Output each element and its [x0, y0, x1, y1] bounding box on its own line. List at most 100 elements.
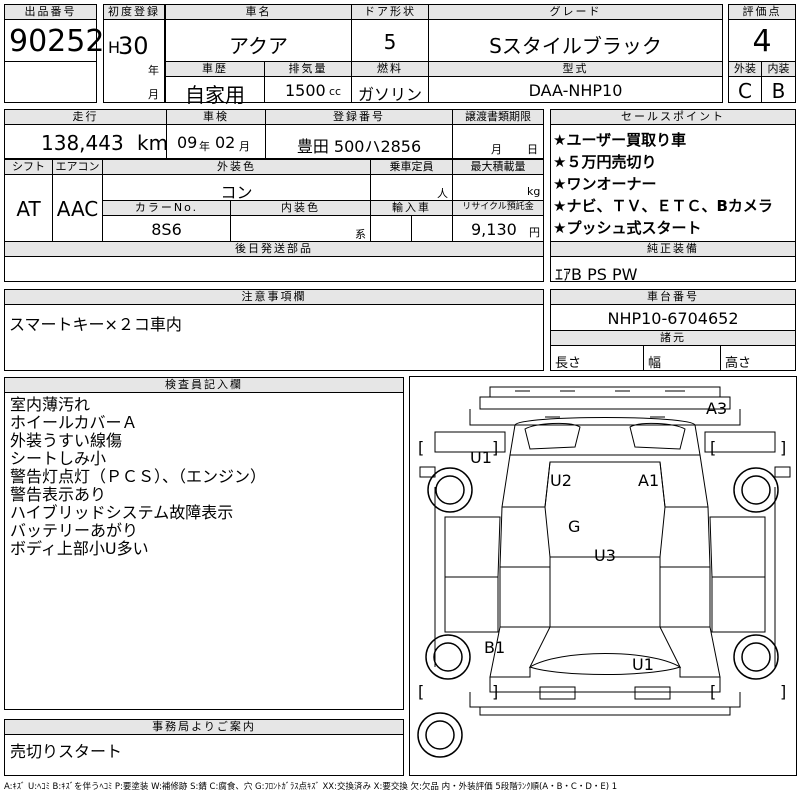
inspector-item: シートしみ小: [10, 449, 107, 468]
import-cell-a: [370, 215, 412, 242]
office-label: 事務局よりご案内: [4, 719, 404, 735]
inspector-item: 外装うすい線傷: [10, 431, 123, 450]
later-parts-cell: [4, 256, 544, 282]
sales-point-item: ★ナビ、ＴＶ、ＥＴＣ、Bカメラ: [553, 197, 773, 215]
sales-points-list: ★ユーザー買取り車 ★５万円売切り ★ワンオーナー ★ナビ、ＴＶ、ＥＴＣ、Bカメ…: [550, 124, 796, 242]
insp-month-unit: 月: [239, 140, 250, 153]
color-cell: コン: [102, 174, 371, 202]
door-label: ドア形状: [351, 4, 429, 20]
bracket-fl-close: ]: [492, 438, 499, 457]
height-label: 高さ: [725, 356, 752, 371]
mileage-unit: km: [137, 131, 169, 155]
sales-point-item: ★プッシュ式スタート: [553, 219, 702, 237]
bracket-rr-open: [: [710, 682, 717, 701]
chassis-label: 車台番号: [550, 289, 796, 305]
length-cell: 長さ: [550, 345, 644, 371]
bracket-fr-open: [: [710, 438, 717, 457]
fuel-cell: ガソリン: [351, 76, 429, 104]
history-cell: 自家用: [165, 76, 265, 107]
inspector-list: 室内薄汚れ ホイールカバーＡ 外装うすい線傷 シートしみ小 警告灯点灯（ＰＣＳ）…: [4, 392, 404, 710]
model-label: 型式: [428, 61, 723, 77]
color-no-cell: 8S6: [102, 215, 231, 242]
inspector-item: ボディ上部小U多い: [10, 539, 149, 558]
mileage: 138,443: [41, 131, 124, 155]
ac-cell: AAC: [52, 174, 103, 242]
color-no-label: カラーNo.: [102, 200, 231, 216]
displacement: 1500: [285, 81, 326, 100]
damage-mark-b1: B1: [484, 638, 506, 657]
score-label: 評価点: [728, 4, 796, 20]
interior-color-label: 内装色: [230, 200, 371, 216]
recycle: 9,130: [471, 220, 517, 239]
grade-cell: Sスタイルブラック: [428, 19, 723, 62]
later-parts-label: 後日発送部品: [4, 241, 544, 257]
bracket-fr-close: ]: [780, 438, 787, 457]
damage-legend: A:ｷｽﾞ U:ﾍｺﾐ B:ｷｽﾞを伴うﾍｺﾐ P:要塗装 W:補修跡 S:錆 …: [4, 782, 618, 792]
displacement-label: 排気量: [264, 61, 352, 77]
equipment-label: 純正装備: [550, 241, 796, 257]
era: H: [108, 38, 121, 57]
first-reg-cell: H 30 年 月: [103, 19, 165, 103]
damage-mark-g: G: [568, 517, 581, 536]
interior-cell: B: [761, 76, 796, 103]
shift-cell: AT: [4, 174, 53, 242]
transfer-cell: 月 日: [452, 124, 544, 159]
bracket-fl-open: [: [418, 438, 425, 457]
insp-year: 09: [177, 133, 198, 152]
ac: AAC: [56, 197, 99, 221]
interior-color-cell: 系: [230, 215, 371, 242]
transfer-day-unit: 日: [527, 143, 538, 156]
damage-mark-a3: A3: [706, 399, 728, 418]
shift: AT: [16, 197, 41, 221]
notes: スマートキー×２コ車内: [9, 315, 182, 334]
sales-points-label: セールスポイント: [550, 109, 796, 125]
shift-label: シフト: [4, 159, 53, 175]
ac-label: エアコン: [52, 159, 103, 175]
insp-year-unit: 年: [199, 140, 210, 153]
import-label: 輸入車: [370, 200, 453, 216]
inspector-item: 警告表示あり: [10, 485, 107, 504]
damage-mark-a1: A1: [638, 471, 660, 490]
inspector-item: バッテリーあがり: [10, 521, 139, 540]
office-cell: 売切りスタート: [4, 734, 404, 776]
door: 5: [383, 30, 397, 54]
plate: 豊田 500ハ2856: [296, 137, 422, 156]
interior-color-unit: 系: [355, 228, 366, 241]
transfer-label: 譲渡書類期限: [452, 109, 544, 125]
score-cell: 4: [728, 19, 796, 62]
height-cell: 高さ: [720, 345, 796, 371]
load-unit: kg: [527, 185, 541, 198]
chassis-cell: NHP10-6704652: [550, 304, 796, 331]
first-reg-label: 初度登録: [103, 4, 165, 20]
interior-label: 内装: [761, 61, 796, 77]
plate-cell: 豊田 500ハ2856: [265, 124, 453, 159]
plate-label: 登録番号: [265, 109, 453, 125]
sales-point-item: ★ワンオーナー: [553, 175, 657, 193]
width-label: 幅: [648, 356, 662, 371]
inspector-item: 室内薄汚れ: [10, 395, 91, 414]
equipment: ｴｱB PS PW: [555, 265, 638, 284]
lot-no-label: 出品番号: [4, 4, 97, 20]
damage-mark-u1-rear: U1: [632, 655, 654, 674]
model: DAA-NHP10: [528, 81, 623, 100]
recycle-cell: 9,130 円: [452, 215, 544, 242]
chassis-no: NHP10-6704652: [607, 309, 739, 328]
fuel-label: 燃料: [351, 61, 429, 77]
lot-no-cell: 90252: [4, 19, 104, 62]
car-damage-diagram: [ ] [ ] [ ] [ ] A3 U1 U2 A1 G U3 B1 U1: [409, 376, 797, 776]
history: 自家用: [185, 83, 245, 107]
model-cell: DAA-NHP10: [428, 76, 723, 103]
score: 4: [752, 24, 772, 59]
lot-blank-cell: [4, 61, 97, 103]
recycle-unit: 円: [529, 226, 540, 239]
load-cell: kg: [452, 174, 544, 201]
inspector-label: 検査員記入欄: [4, 377, 404, 393]
length-label: 長さ: [555, 356, 582, 371]
door-cell: 5: [351, 19, 429, 62]
color: コン: [220, 183, 253, 202]
transfer-month-unit: 月: [491, 143, 502, 156]
inspector-item: 警告灯点灯（ＰＣＳ）、（エンジン）: [10, 467, 267, 486]
inspection-cell: 09 年 02 月: [166, 124, 266, 159]
recycle-label: リサイクル預託金: [452, 200, 544, 216]
sales-point-item: ★５万円売切り: [553, 153, 657, 171]
